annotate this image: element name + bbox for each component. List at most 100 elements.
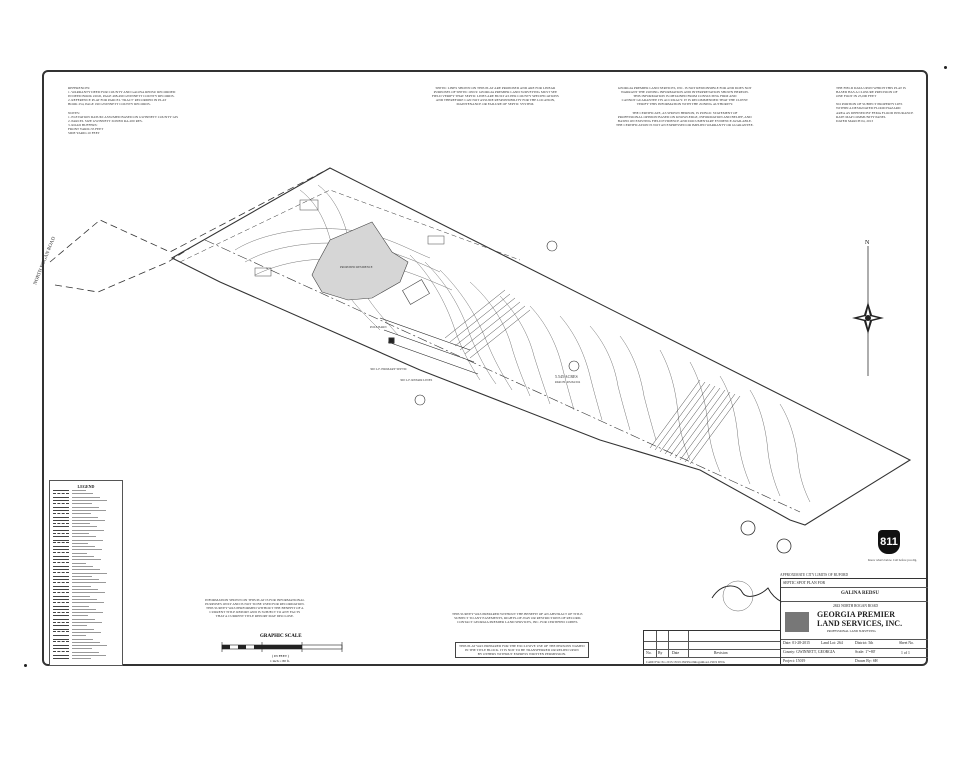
note-line: BASED HAS A CLOSURE PRECISION OF xyxy=(836,90,898,95)
legend-swatch xyxy=(53,496,69,498)
legend-text-placeholder xyxy=(72,575,92,577)
legend-swatch xyxy=(53,641,69,643)
legend-text-placeholder xyxy=(72,585,91,587)
note-line: THIS INFORMATION IS OBTAINED FROM CONSUL… xyxy=(633,94,737,99)
legend-text-placeholder xyxy=(72,526,97,528)
legend-swatch xyxy=(53,559,69,561)
legend-swatch xyxy=(53,625,69,627)
monument-marker-3 xyxy=(414,394,426,406)
site-address: 2843 NORTH ROGAN ROAD xyxy=(833,604,879,608)
note-line: CURRENT TITLE REPORT AND IS SUBJECT TO A… xyxy=(209,610,301,615)
road-label: NORTH ROGAN ROAD xyxy=(33,236,57,286)
legend-swatch xyxy=(53,502,69,505)
legend-row xyxy=(53,571,119,574)
notes-references: REFERENCES:1. WARRANTY DEED FOR COUNTY A… xyxy=(68,86,178,135)
buffer-line-upper xyxy=(204,239,801,513)
monument-marker-5 xyxy=(776,538,792,554)
note-line: THAT A CURRENT TITLE REPORT MAY DISCLOSE… xyxy=(215,614,294,619)
legend-row xyxy=(53,505,119,508)
legend-swatch xyxy=(53,506,69,508)
legend-swatch xyxy=(53,598,69,600)
note-line: 1. ELEVATION DATUM: ASSUMED BASED ON GWI… xyxy=(68,114,179,119)
legend-text-placeholder xyxy=(72,631,101,633)
legend-row xyxy=(53,631,119,634)
legend-text-placeholder xyxy=(72,579,99,581)
legend-row xyxy=(53,604,119,607)
legend-text-placeholder xyxy=(72,651,99,653)
note-line: THE CERTIFICATION IS NOT AN EXPRESSED OR… xyxy=(616,122,754,127)
notes-septic-disclaimer: SEPTIC LINES SHOWN ON THIS PLAT ARE PROP… xyxy=(432,86,559,106)
note-line: 3. ROAD BUFFERS: xyxy=(68,122,98,127)
legend-text-placeholder xyxy=(72,572,107,574)
legend-text-placeholder xyxy=(72,513,91,515)
legend-swatch xyxy=(53,621,69,624)
legend-row xyxy=(53,588,119,591)
note-line: BASED ON EXISTING FIELD EVIDENCE AND DOC… xyxy=(617,118,752,123)
legend-text-placeholder xyxy=(72,533,89,534)
legend-row xyxy=(53,522,119,525)
legend-row xyxy=(53,647,119,650)
legend-swatch xyxy=(53,526,69,528)
note-line: CONTACT GEORGIA PREMIER LAND SERVICES, I… xyxy=(457,620,579,625)
legend-row xyxy=(53,651,119,654)
city-limits-note: APPROXIMATE CITY LIMITS OF BUFORD xyxy=(780,573,849,577)
rev-header-by: By xyxy=(658,651,663,655)
company-subtitle: PROFESSIONAL LAND SURVEYING xyxy=(827,629,876,633)
legend-row xyxy=(53,502,119,505)
note-line: THE FIELD DATA UPON WHICH THIS PLAT IS xyxy=(836,86,906,90)
legend-row xyxy=(53,601,119,604)
legend-rows xyxy=(50,489,122,660)
legend-text-placeholder xyxy=(72,658,91,660)
proposed-residence-footprint xyxy=(311,221,409,301)
legend-text-placeholder xyxy=(72,493,93,495)
note-line: 2. REFERENCE PLAT FOR PARCEL 'TRACT' REC… xyxy=(68,98,167,103)
note-line: AND THEREFORE CAN NOT ASSUME RESPONSIBIL… xyxy=(435,98,555,103)
legend-text-placeholder xyxy=(72,654,106,656)
company-name-line2: LAND SERVICES, INC. xyxy=(817,619,903,628)
septic-lines xyxy=(379,317,479,375)
legend-swatch xyxy=(53,569,69,571)
lot-parcel-label: PARCEL R5264 004 xyxy=(555,380,581,384)
pole-barn-footprint xyxy=(402,279,430,305)
road-edge-north xyxy=(49,167,331,263)
legend-text-placeholder xyxy=(72,608,96,610)
legend-text-placeholder xyxy=(72,496,100,498)
legend-row xyxy=(53,512,119,515)
monument-marker-1 xyxy=(546,240,558,252)
legend-text-placeholder xyxy=(72,641,100,643)
legend-row xyxy=(53,496,119,499)
legend-text-placeholder xyxy=(72,618,95,620)
legend-row xyxy=(53,542,119,545)
legend-swatch xyxy=(53,658,69,660)
legend-text-placeholder xyxy=(72,556,94,558)
legend-row xyxy=(53,595,119,598)
drawing-sheet-border xyxy=(42,70,928,666)
note-line: THIS SURVEY WAS PERFORMED WITHOUT THE BE… xyxy=(206,606,304,611)
legend-row xyxy=(53,585,119,588)
note-line: 1. WARRANTY DEED FOR COUNTY AND GALINA R… xyxy=(68,90,176,95)
note-line: IN DEED BOOK 22045, PAGE 498-499 GWINNET… xyxy=(68,94,175,99)
note-line: GEORGIA PREMIER LAND SERVICES, INC. IS N… xyxy=(617,86,752,90)
legend-text-placeholder xyxy=(72,595,90,597)
note-line: IN THE TITLE BLOCK. IT IS NOT TO BE TRAN… xyxy=(464,648,579,653)
note-line: SUBJECT TO ANY EASEMENTS, RIGHTS-OF-WAY … xyxy=(454,616,582,621)
note-line: PURPOSES OF SEPTIC ONLY. GEORGIA PREMIER… xyxy=(433,90,558,95)
lot-area-label: 5.545 ACRES xyxy=(555,374,578,379)
revision-table: No. By Date Revision CADD File: Pro 2015… xyxy=(643,630,781,666)
legend-row xyxy=(53,591,119,594)
legend-swatch xyxy=(53,635,69,637)
outbuilding-2 xyxy=(254,267,272,277)
legend-swatch xyxy=(53,615,69,617)
legend-row xyxy=(53,624,119,627)
legend-text-placeholder xyxy=(72,539,103,541)
legend-row xyxy=(53,637,119,640)
county-field: County: GWINNETT, GEORGIA xyxy=(783,650,835,654)
legend-swatch xyxy=(53,611,69,614)
legend-row xyxy=(53,525,119,528)
legend-row xyxy=(53,515,119,518)
call-811-logo: 811 xyxy=(878,530,900,554)
rev-header-revision: Revision xyxy=(714,651,728,655)
legend-swatch xyxy=(53,529,69,531)
legend-swatch xyxy=(53,585,69,587)
